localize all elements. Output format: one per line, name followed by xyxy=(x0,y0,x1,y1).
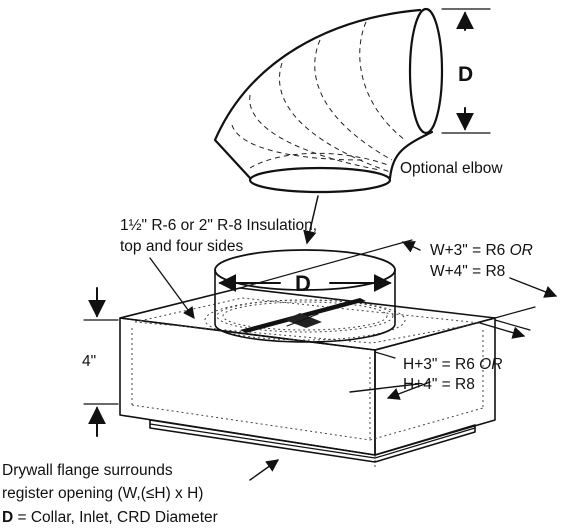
collar-drawing xyxy=(204,249,406,343)
legend-d-symbol: D xyxy=(2,509,13,526)
width-r6-label: W+3" = R6 OR xyxy=(430,242,533,259)
height-or-text: OR xyxy=(479,356,502,373)
elbow-diameter-label: D xyxy=(458,63,473,86)
drywall-flange xyxy=(149,419,476,463)
optional-elbow-label: Optional elbow xyxy=(400,160,503,177)
width-dimension xyxy=(239,239,558,319)
width-r6-text: W+3" = R6 xyxy=(430,242,510,259)
height-r8-label: H+4" = R8 xyxy=(403,376,475,393)
flange-label-line1: Drywall flange surrounds xyxy=(2,462,173,479)
width-r8-label: W+4" = R8 xyxy=(430,263,505,280)
flange-label-line2: register opening (W,(≤H) x H) xyxy=(2,485,203,502)
elbow-bottom-outlet xyxy=(248,166,392,194)
collar-top-opening xyxy=(214,249,396,291)
height-r6-text: H+3" = R6 xyxy=(403,356,479,373)
flange-leader-arrow xyxy=(249,459,280,481)
legend-line: D = Collar, Inlet, CRD Diameter xyxy=(2,509,218,526)
elbow-to-collar-arrow xyxy=(303,195,319,245)
depth-dimension xyxy=(349,319,531,400)
height-r6-label: H+3" = R6 OR xyxy=(403,356,502,373)
box-height-label: 4" xyxy=(82,353,96,370)
legend-d-text: = Collar, Inlet, CRD Diameter xyxy=(13,509,218,526)
optional-elbow-drawing xyxy=(213,7,491,194)
box-height-dimension xyxy=(83,287,119,437)
elbow-top-outlet xyxy=(408,7,444,135)
collar-diameter-label: D xyxy=(295,271,311,296)
insulation-label-line2: top and four sides xyxy=(120,238,243,255)
width-or-text: OR xyxy=(510,242,533,259)
insulation-label-line1: 1½" R-6 or 2" R-8 Insulation, xyxy=(120,217,317,234)
insulation-leader-arrow xyxy=(149,257,195,319)
